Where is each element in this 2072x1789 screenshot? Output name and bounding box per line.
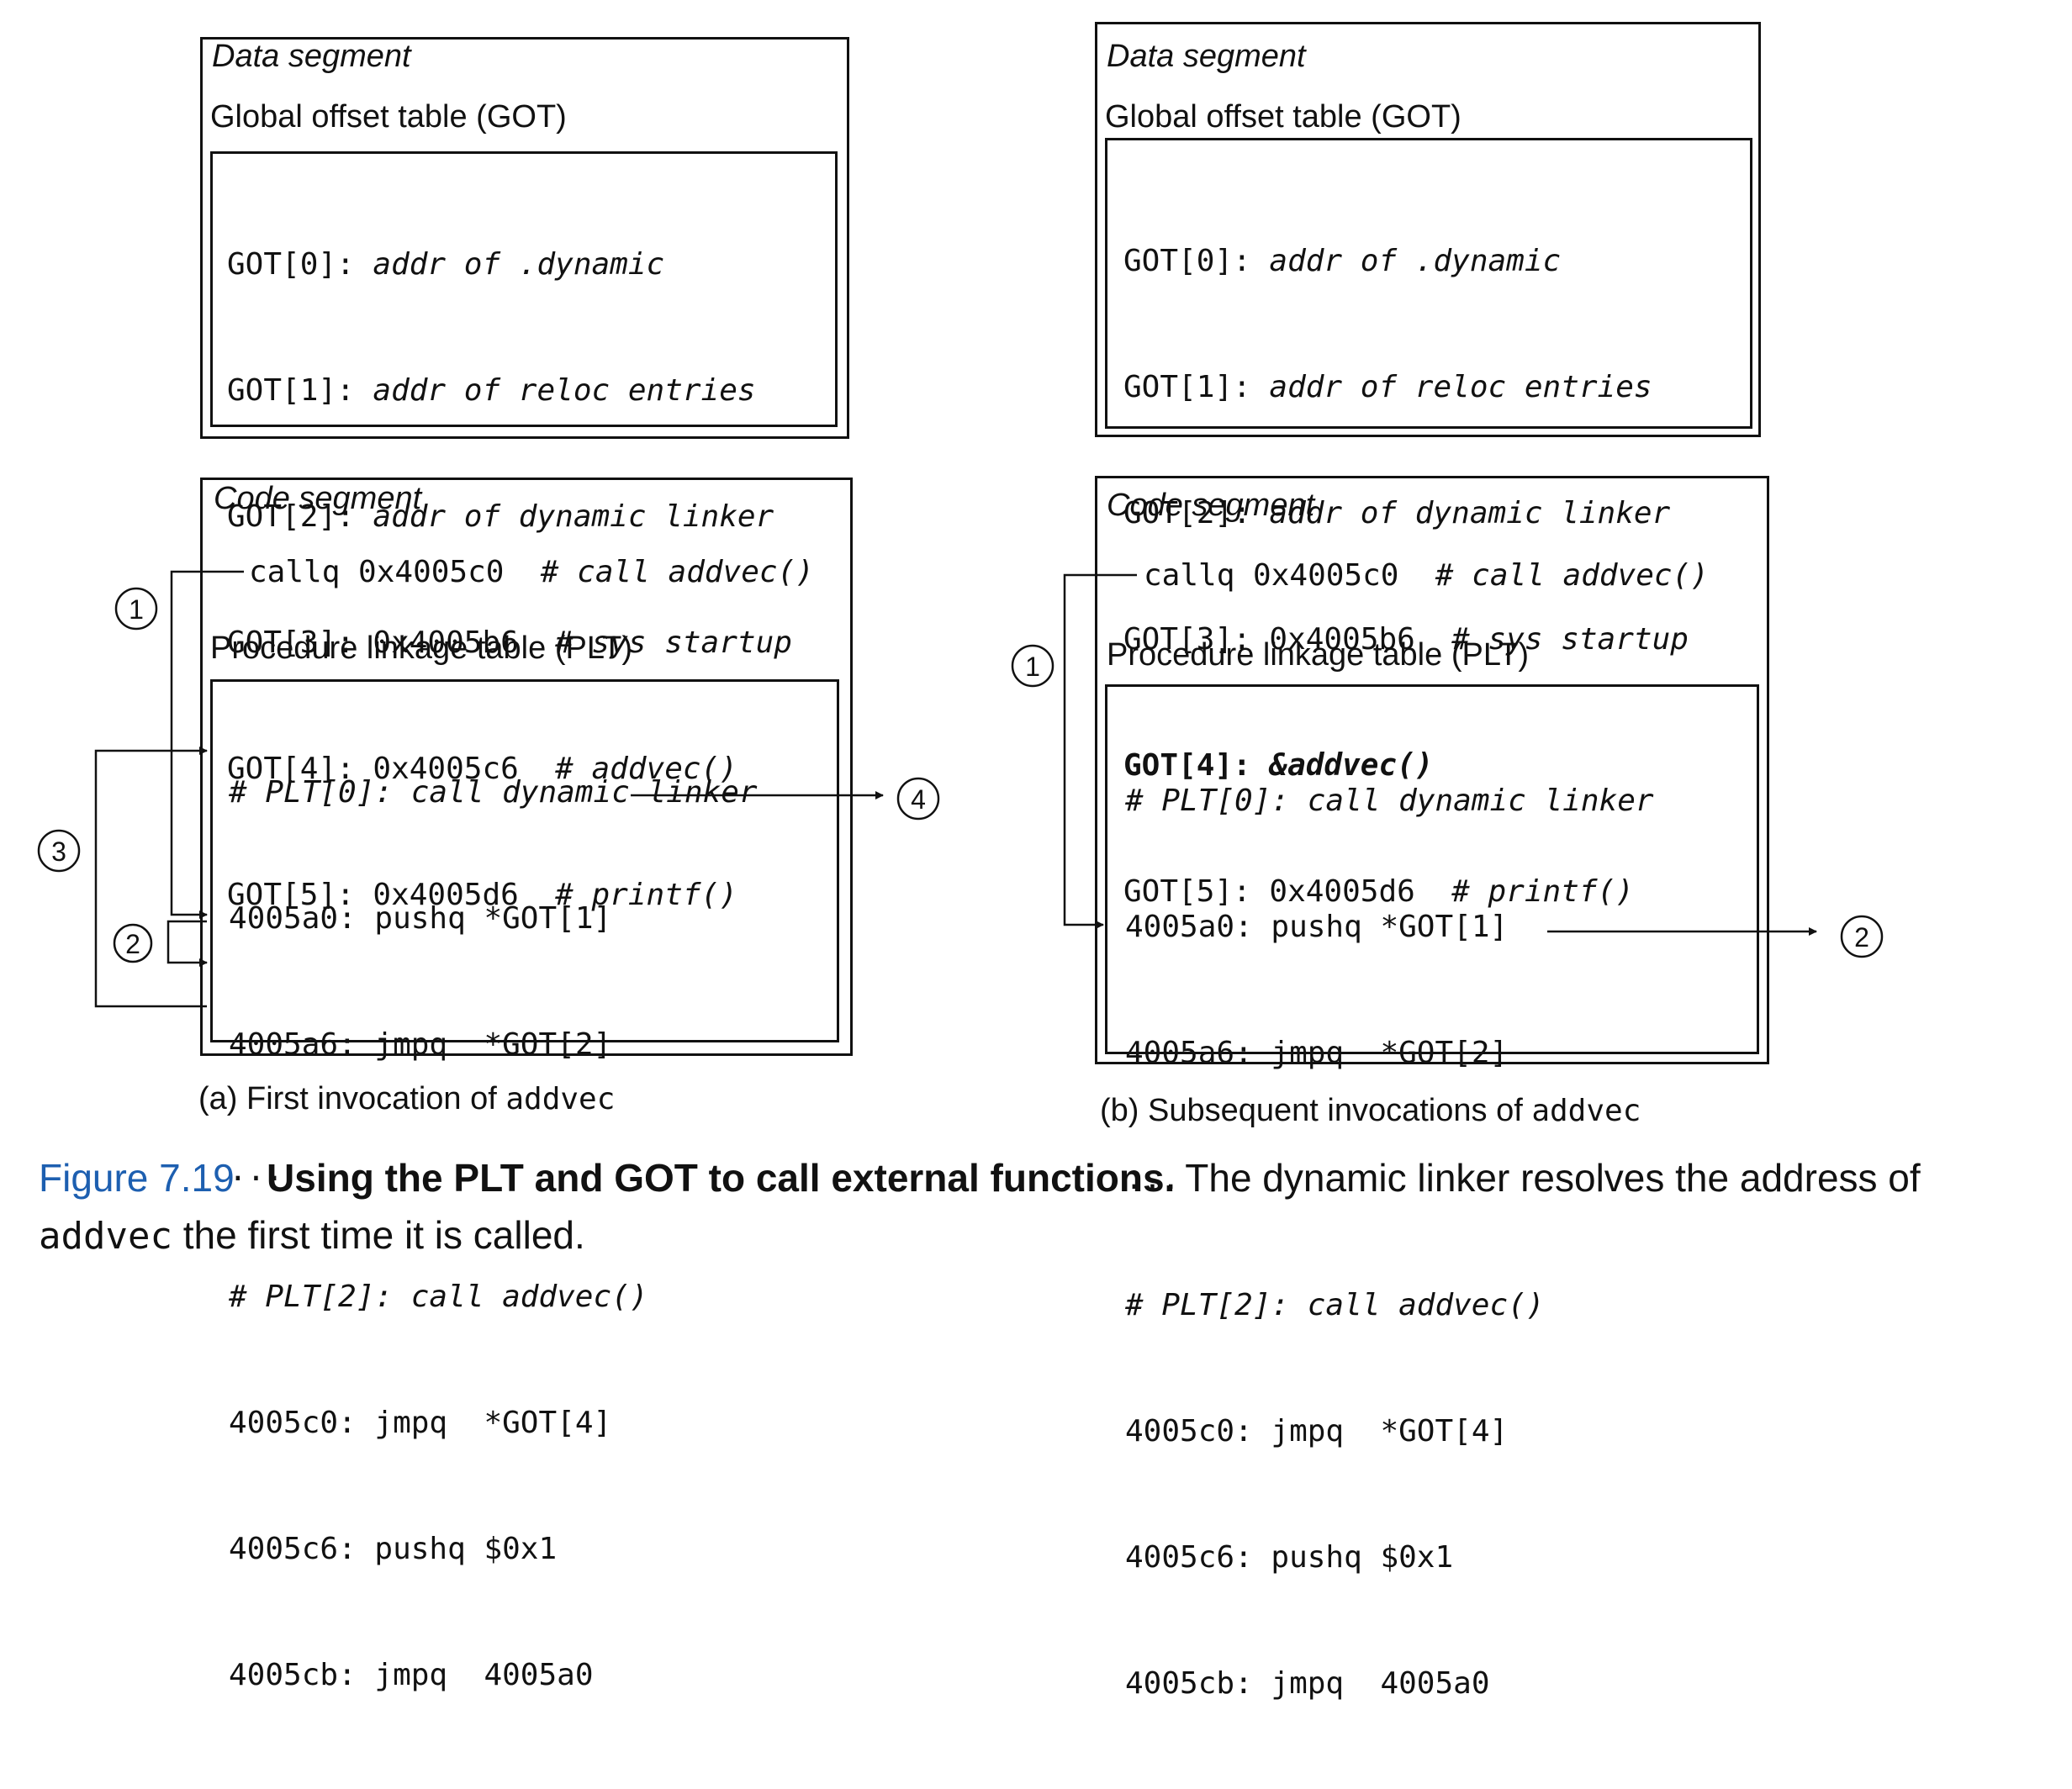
data-segment-title-b: Data segment [1107, 39, 1306, 74]
plt-row: 4005c0: jmpq *GOT[4] [229, 1406, 612, 1440]
code-segment-title-a: Code segment [214, 481, 422, 516]
figure-title: Using the PLT and GOT to call external f… [267, 1156, 1176, 1200]
marker-2-a: 2 [125, 929, 140, 959]
plt-row: 4005a6: jmpq *GOT[2] [1125, 1036, 1509, 1070]
caption-b: (b) Subsequent invocations of addvec [1100, 1093, 1641, 1128]
marker-1-b: 1 [1025, 652, 1040, 682]
marker-circle-3-a [37, 829, 81, 873]
got-row: GOT[0]: addr of .dynamic [227, 247, 665, 282]
got-row: GOT[0]: addr of .dynamic [1123, 244, 1562, 278]
plt-row: 4005a6: jmpq *GOT[2] [229, 1027, 612, 1062]
plt-table-b [1105, 684, 1759, 1054]
figure-number: Figure 7.19 [39, 1156, 235, 1200]
got-rows-b: GOT[0]: addr of .dynamic GOT[1]: addr of… [1123, 156, 1689, 997]
marker-circle-1-b [1011, 644, 1054, 688]
plt-row: 4005cb: jmpq 4005a0 [229, 1658, 594, 1692]
callq-line-b: callq 0x4005c0 # call addvec() [1144, 558, 1709, 593]
marker-3-a: 3 [51, 836, 66, 867]
got-rows-a: GOT[0]: addr of .dynamic GOT[1]: addr of… [227, 160, 792, 1000]
arrow-1-a [170, 570, 244, 919]
plt-row: ... [1125, 1162, 1181, 1196]
plt-row: ... [229, 1153, 284, 1188]
got-row: GOT[3]: 0x4005b6 # sys startup [1123, 622, 1689, 657]
figure-caption-line-1: Figure 7.19 Using the PLT and GOT to cal… [39, 1155, 1921, 1201]
marker-2-b: 2 [1854, 922, 1869, 953]
got-title-a: Global offset table (GOT) [210, 99, 567, 135]
flow-arrows: 1 2 3 4 1 2 [37, 570, 1884, 1008]
got-row: GOT[5]: 0x4005d6 # printf() [227, 878, 737, 912]
plt-row: # PLT[0]: call dynamic linker [1125, 784, 1654, 818]
figure-caption-line-2: addvec the first time it is called. [39, 1212, 585, 1258]
got-row: GOT[2]: addr of dynamic linker [227, 499, 774, 534]
caption-a: (a) First invocation of addvec [198, 1081, 616, 1116]
plt-row: 4005a0: pushq *GOT[1] [1125, 910, 1509, 944]
got-row: GOT[1]: addr of reloc entries [227, 373, 756, 408]
plt-row: # PLT[0]: call dynamic linker [229, 775, 758, 810]
marker-circle-2-a [113, 923, 153, 963]
arrow-3-a [94, 747, 208, 1008]
plt-row: 4005c6: pushq $0x1 [229, 1532, 558, 1566]
got-table-b [1105, 138, 1752, 429]
callq-line-a: callq 0x4005c0 # call addvec() [249, 555, 814, 589]
code-segment-box-b [1095, 476, 1769, 1064]
figure-desc-1: The dynamic linker resolves the address … [1185, 1156, 1921, 1200]
marker-circle-1-a [114, 587, 158, 631]
figure-desc-2: the first time it is called. [182, 1213, 585, 1257]
marker-1-a: 1 [129, 594, 144, 625]
got-row: GOT[2]: addr of dynamic linker [1123, 496, 1671, 530]
got-row: GOT[5]: 0x4005d6 # printf() [1123, 874, 1634, 909]
got-row-highlight: GOT[4]: &addvec() [1123, 748, 1434, 783]
plt-row: 4005c6: pushq $0x1 [1125, 1540, 1454, 1575]
got-row: GOT[3]: 0x4005b6 # sys startup [227, 625, 792, 660]
got-row: GOT[1]: addr of reloc entries [1123, 370, 1652, 404]
got-table-a [210, 151, 838, 427]
plt-title-b: Procedure linkage table (PLT) [1107, 637, 1529, 673]
figure-desc-fn: addvec [39, 1215, 172, 1258]
arrow-2-a [166, 920, 208, 967]
arrow-1-b [1063, 573, 1137, 929]
got-row: GOT[4]: 0x4005c6 # addvec() [227, 752, 737, 786]
data-segment-title-a: Data segment [212, 39, 411, 74]
code-segment-title-b: Code segment [1107, 488, 1315, 523]
got-title-b: Global offset table (GOT) [1105, 99, 1462, 135]
plt-row: 4005a0: pushq *GOT[1] [229, 901, 612, 936]
data-segment-box-b [1095, 22, 1761, 437]
plt-row: 4005cb: jmpq 4005a0 [1125, 1666, 1490, 1701]
marker-circle-4-a [896, 777, 940, 821]
plt-table-a [210, 679, 839, 1042]
code-segment-box-a [200, 478, 853, 1056]
plt-row: 4005c0: jmpq *GOT[4] [1125, 1414, 1509, 1449]
plt-title-a: Procedure linkage table (PLT) [210, 631, 632, 666]
marker-4-a: 4 [911, 784, 926, 815]
marker-circle-2-b [1840, 915, 1884, 958]
data-segment-box-a [200, 37, 849, 439]
